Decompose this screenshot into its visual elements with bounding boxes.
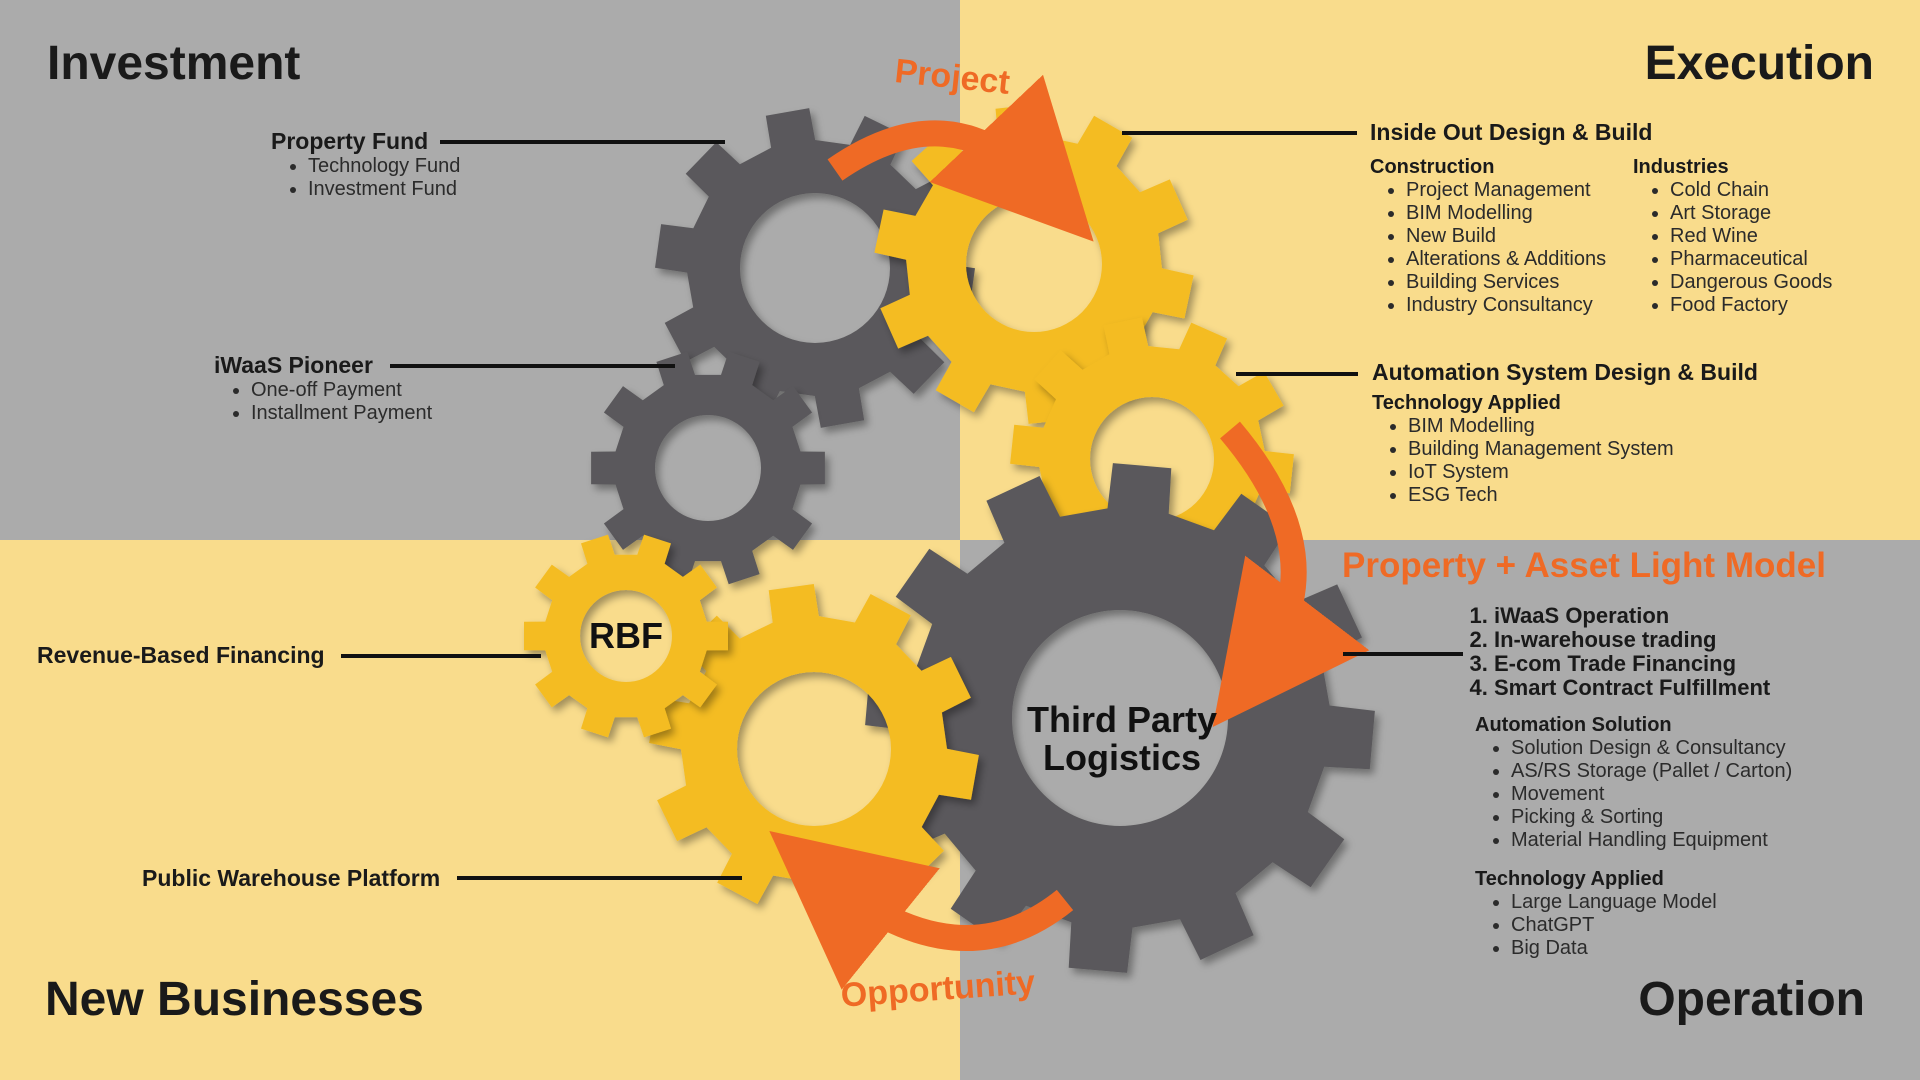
operation-connector	[1343, 652, 1463, 656]
tpl-gear-label-line2: Logistics	[1043, 737, 1201, 778]
operation-tech-list: Large Language Model ChatGPT Big Data	[1473, 891, 1717, 960]
construction-list: Project Management BIM Modelling New Bui…	[1368, 179, 1606, 317]
gear-rbf	[524, 534, 728, 738]
list-item: Project Management	[1406, 179, 1606, 202]
list-item: ESG Tech	[1408, 484, 1674, 507]
automation-connector	[1236, 372, 1358, 376]
list-item: Building Services	[1406, 271, 1606, 294]
quadrant-title-execution: Execution	[1644, 37, 1874, 90]
list-item: Technology Fund	[308, 155, 460, 178]
list-item: Solution Design & Consultancy	[1511, 737, 1792, 760]
project-arrow-label: Project	[893, 52, 1012, 102]
quadrant-operation-bg	[960, 540, 1920, 1080]
industries-title: Industries	[1633, 156, 1729, 178]
list-item: Red Wine	[1670, 225, 1832, 248]
property-fund-connector	[440, 140, 725, 144]
rbf-connector	[341, 654, 541, 658]
operation-numbered-list: iWaaS Operation In-warehouse trading E-c…	[1468, 604, 1770, 700]
list-item: Pharmaceutical	[1670, 248, 1832, 271]
iwaas-pioneer-title: iWaaS Pioneer	[214, 352, 373, 378]
iwaas-pioneer-connector	[390, 364, 675, 368]
iwaas-pioneer-list: One-off Payment Installment Payment	[213, 379, 432, 425]
property-fund-list: Technology Fund Investment Fund	[270, 155, 460, 201]
rbf-title: Revenue-Based Financing	[37, 642, 325, 668]
list-item: Material Handling Equipment	[1511, 829, 1792, 852]
inside-out-title: Inside Out Design & Build	[1370, 119, 1653, 145]
industries-list: Cold Chain Art Storage Red Wine Pharmace…	[1632, 179, 1832, 317]
list-item: Food Factory	[1670, 294, 1832, 317]
public-warehouse-title: Public Warehouse Platform	[142, 865, 441, 891]
construction-title: Construction	[1370, 156, 1495, 178]
automation-tech-title: Technology Applied	[1372, 392, 1561, 414]
list-item: AS/RS Storage (Pallet / Carton)	[1511, 760, 1792, 783]
quadrant-title-investment: Investment	[47, 37, 301, 90]
list-item: IoT System	[1408, 461, 1674, 484]
list-item: Cold Chain	[1670, 179, 1832, 202]
list-item: In-warehouse trading	[1494, 628, 1770, 652]
list-item: E-com Trade Financing	[1494, 652, 1770, 676]
list-item: Dangerous Goods	[1670, 271, 1832, 294]
list-item: Movement	[1511, 783, 1792, 806]
automation-solution-title: Automation Solution	[1475, 714, 1672, 736]
list-item: Industry Consultancy	[1406, 294, 1606, 317]
list-item: Investment Fund	[308, 178, 460, 201]
automation-title: Automation System Design & Build	[1372, 359, 1758, 385]
operation-tech-title: Technology Applied	[1475, 868, 1664, 890]
list-item: Building Management System	[1408, 438, 1674, 461]
list-item: Smart Contract Fulfillment	[1494, 676, 1770, 700]
list-item: ChatGPT	[1511, 914, 1717, 937]
list-item: One-off Payment	[251, 379, 432, 402]
rbf-gear-label: RBF	[589, 615, 663, 656]
property-fund-title: Property Fund	[271, 128, 429, 154]
list-item: iWaaS Operation	[1494, 604, 1770, 628]
quadrant-title-new-businesses: New Businesses	[45, 973, 424, 1026]
list-item: Art Storage	[1670, 202, 1832, 225]
public-warehouse-connector	[457, 876, 742, 880]
asset-light-model-title: Property + Asset Light Model	[1342, 546, 1826, 585]
list-item: Picking & Sorting	[1511, 806, 1792, 829]
opportunity-arrow	[769, 831, 1074, 990]
list-item: Installment Payment	[251, 402, 432, 425]
gear-investment-large	[655, 108, 975, 428]
automation-tech-list: BIM Modelling Building Management System…	[1370, 415, 1674, 507]
gear-iwaas-small	[591, 351, 825, 585]
list-item: BIM Modelling	[1408, 415, 1674, 438]
automation-arrow	[1212, 421, 1370, 728]
automation-solution-list: Solution Design & Consultancy AS/RS Stor…	[1473, 737, 1792, 852]
list-item: New Build	[1406, 225, 1606, 248]
list-item: Alterations & Additions	[1406, 248, 1606, 271]
opportunity-arrow-label: Opportunity	[840, 963, 1037, 1014]
list-item: Big Data	[1511, 937, 1717, 960]
inside-out-connector	[1122, 131, 1357, 135]
list-item: BIM Modelling	[1406, 202, 1606, 225]
quadrant-title-operation: Operation	[1638, 973, 1865, 1026]
tpl-gear-label-line1: Third Party	[1027, 699, 1217, 740]
project-arrow	[827, 74, 1094, 242]
list-item: Large Language Model	[1511, 891, 1717, 914]
